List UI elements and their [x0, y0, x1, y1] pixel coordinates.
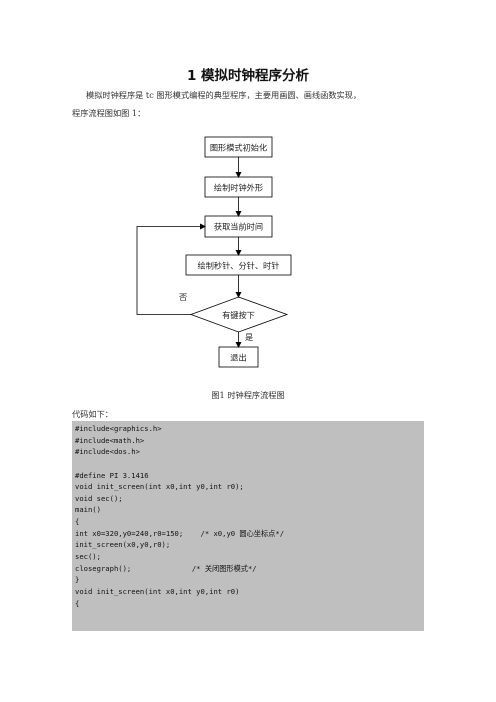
flow-yes-label: 是 [245, 332, 253, 342]
flow-loop-back-arrow [136, 223, 206, 315]
code-line: #include<graphics.h> [75, 424, 162, 433]
flow-step-label: 获取当前时间 [214, 222, 263, 232]
code-block: #include<graphics.h> #include<math.h> #inc… [72, 421, 424, 631]
code-line: #include<math.h> [75, 435, 145, 445]
document-title: 1 模拟时钟程序分析 [186, 68, 310, 84]
flow-step-label: 图形模式初始化 [210, 143, 267, 153]
code-line: void init_screen(int x0,int y0,int r0); [75, 482, 244, 492]
flow-decision-label: 有键按下 [222, 310, 255, 320]
code-line: void init_screen(int x0,int y0,int r0) [75, 586, 240, 596]
flow-step-init-graphics: 图形模式初始化 [204, 136, 273, 158]
code-line: #include<dos.h> [75, 447, 140, 457]
code-line: main() [75, 505, 101, 515]
intro-paragraph-line-2: 程序流程图如图 1： [72, 108, 146, 118]
flow-no-label: 否 [179, 292, 187, 302]
figure-caption: 图1 时钟程序流程图 [211, 390, 285, 400]
flow-step-draw-hands: 绘制秒针、分针、时针 [185, 254, 292, 276]
code-line: { [75, 598, 80, 608]
code-intro: 代码如下： [72, 409, 113, 419]
flow-step-label: 绘制秒针、分针、时针 [198, 261, 280, 271]
code-line: } [75, 575, 80, 585]
intro-paragraph-line-1: 模拟时钟程序是 tc 图形模式编程的典型程序，主要用画圆、画线函数实现， [86, 90, 362, 100]
flow-decision-key-pressed: 有键按下 [189, 296, 289, 333]
code-line: int x0=320,y0=240,r0=150; /* x0,y0 圆心坐标点… [75, 528, 285, 538]
code-line: { [75, 517, 80, 527]
flow-step-draw-clock: 绘制时钟外形 [204, 176, 273, 198]
flow-step-get-time: 获取当前时间 [204, 215, 273, 238]
program-flowchart: 图形模式初始化 绘制时钟外形 获取当前时间 绘制秒针、分针、时针 有键按下 退出… [136, 136, 292, 368]
flow-step-label: 绘制时钟外形 [214, 183, 263, 193]
code-line: void sec(); [75, 493, 123, 503]
flow-step-exit: 退出 [218, 346, 259, 368]
code-line: sec(); [75, 552, 101, 562]
code-line [75, 458, 424, 470]
code-line: closegraph(); /* 关闭图形模式*/ [75, 563, 257, 573]
code-line: init_screen(x0,y0,r0); [75, 540, 171, 550]
code-line: #define PI 3.1416 [75, 470, 149, 480]
flow-end-label: 退出 [230, 353, 246, 363]
